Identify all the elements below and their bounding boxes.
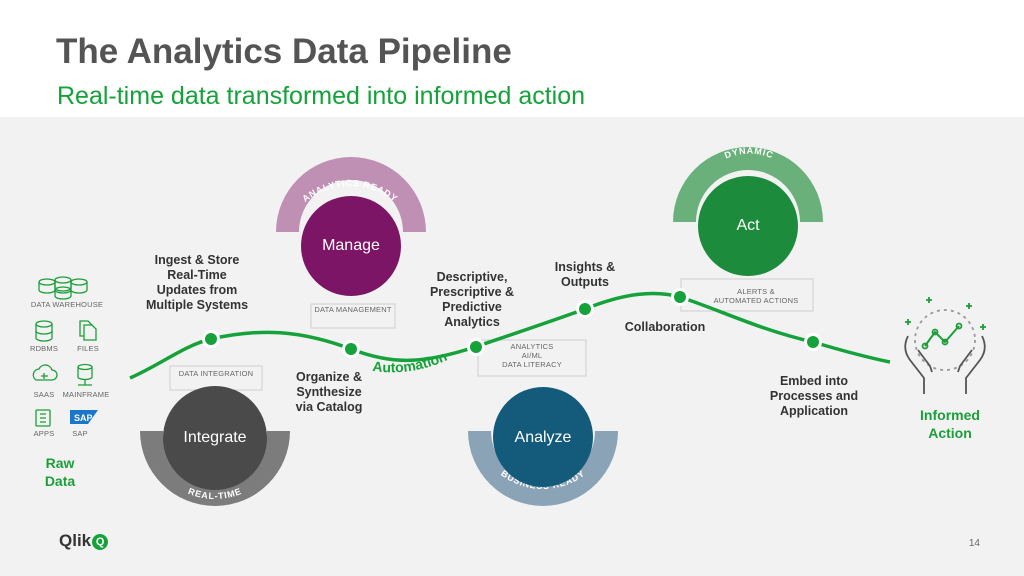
- page-number: 14: [968, 538, 980, 549]
- analytics-box: [477, 339, 587, 377]
- data-warehouse-label: DATA WAREHOUSE: [30, 300, 104, 309]
- apps-label: APPS: [33, 429, 55, 438]
- cloud-icon: [32, 364, 58, 381]
- svg-text:SAP: SAP: [74, 413, 93, 423]
- sap-logo-icon: SAP: [70, 410, 98, 424]
- files-label: FILES: [77, 344, 99, 353]
- analytics-box-text: ANALYTICS AI/ML DATA LITERACY: [502, 342, 562, 369]
- act-label: Act: [736, 217, 760, 234]
- manage-arc: [276, 157, 426, 232]
- pipeline-line: [129, 291, 891, 380]
- mainframe-icon: [77, 363, 93, 386]
- pipeline-node-analytics: [467, 338, 485, 356]
- page-subtitle: Real-time data transformed into informed…: [57, 82, 586, 110]
- insights-text: Insights &Outputs: [554, 260, 616, 289]
- alerts-box-text: ALERTS & AUTOMATED ACTIONS: [713, 287, 799, 305]
- diagram-canvas: [0, 117, 1024, 576]
- hands-growth-icon: [904, 297, 986, 394]
- integrate-label: Integrate: [183, 429, 247, 446]
- data-management-label: DATA MANAGEMENT: [314, 305, 392, 314]
- analyze-arc: [468, 431, 618, 506]
- manage-circle: [301, 196, 401, 296]
- analyze-label: Analyze: [514, 429, 572, 446]
- act-arc: [673, 147, 823, 222]
- integrate-circle: [163, 386, 267, 490]
- data-integration-label: DATA INTEGRATION: [178, 369, 254, 378]
- pipeline-node-collaboration: [671, 288, 689, 306]
- analyze-circle: [493, 387, 593, 487]
- manage-label: Manage: [322, 237, 380, 254]
- sap-label: SAP: [72, 429, 88, 438]
- rdbms-label: RDBMS: [29, 344, 59, 353]
- act-arc-label: DYNAMIC: [723, 146, 775, 161]
- automation-label: Automation: [372, 348, 449, 375]
- pipeline-node-ingest: [202, 330, 220, 348]
- database-cluster-icon: [38, 276, 88, 300]
- collaboration-text: Collaboration: [624, 320, 706, 334]
- page-title: The Analytics Data Pipeline: [56, 32, 512, 71]
- data-management-box: [310, 303, 396, 329]
- pipeline-node-embed: [804, 333, 822, 351]
- integrate-arc: [140, 431, 290, 506]
- integrate-arc-label: REAL-TIME: [187, 486, 243, 501]
- files-icon: [79, 320, 97, 341]
- header: The Analytics Data Pipeline Real-time da…: [0, 0, 1024, 117]
- saas-label: SAAS: [33, 390, 55, 399]
- pipeline-node-organize: [342, 340, 360, 358]
- pipeline-node-insights: [576, 300, 594, 318]
- apps-icon: [35, 409, 51, 427]
- act-circle: [698, 176, 798, 276]
- mainframe-label: MAINFRAME: [62, 390, 110, 399]
- database-icon: [35, 320, 53, 342]
